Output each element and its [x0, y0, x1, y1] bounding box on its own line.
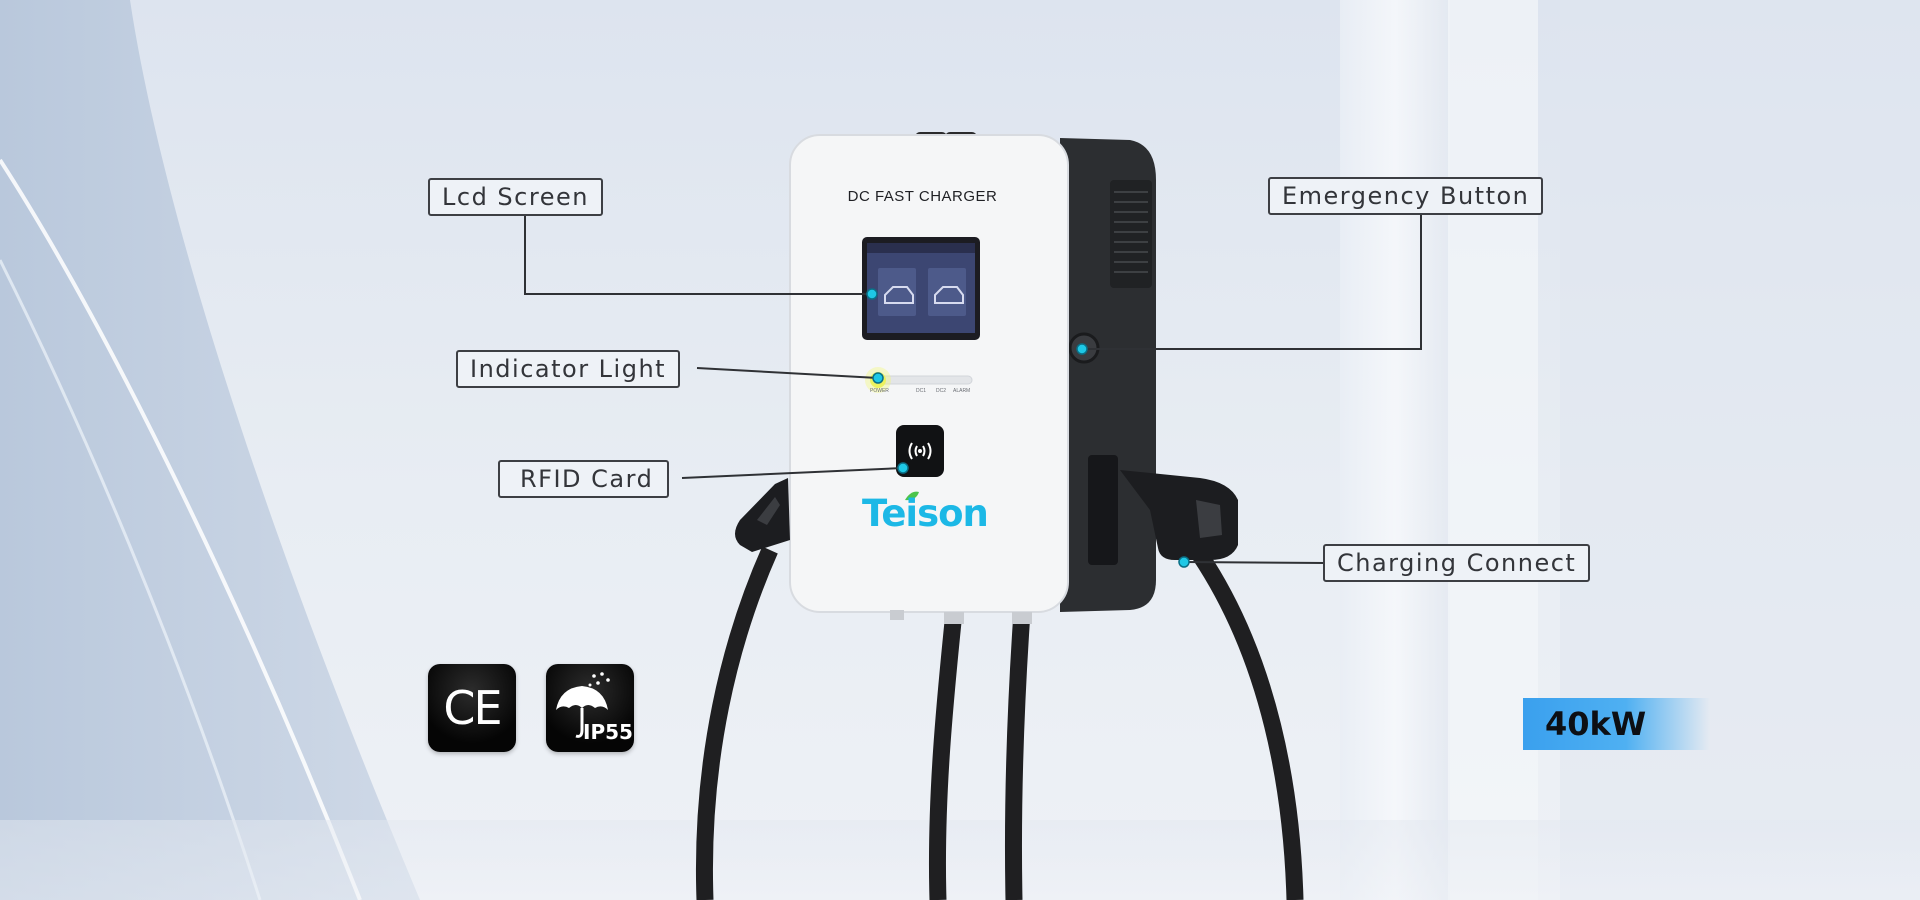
callout-emergency-button: Emergency Button: [1268, 177, 1544, 215]
power-rating-banner: 40kW: [1523, 698, 1710, 750]
ip55-label: IP55: [583, 720, 633, 744]
ce-mark: CE: [443, 681, 502, 735]
ip55-certification-badge: IP55: [546, 664, 634, 752]
indicator-label-dc2: DC2: [936, 388, 947, 394]
callout-lcd-screen: Lcd Screen: [428, 178, 603, 216]
callout-charging-connect: Charging Connect: [1323, 544, 1591, 582]
indicator-label-dc1: DC1: [916, 388, 927, 394]
indicator-label-alarm: ALARM: [953, 388, 971, 394]
callout-rfid-card: RFID Card: [498, 460, 670, 498]
umbrella-icon: [556, 672, 610, 738]
charger-title: DC FAST CHARGER: [847, 188, 998, 205]
callout-indicator-light: Indicator Light: [456, 350, 681, 388]
ce-certification-badge: CE: [428, 664, 516, 752]
indicator-label-power: POWER: [870, 388, 889, 394]
brand-logo: Teison: [862, 492, 989, 535]
